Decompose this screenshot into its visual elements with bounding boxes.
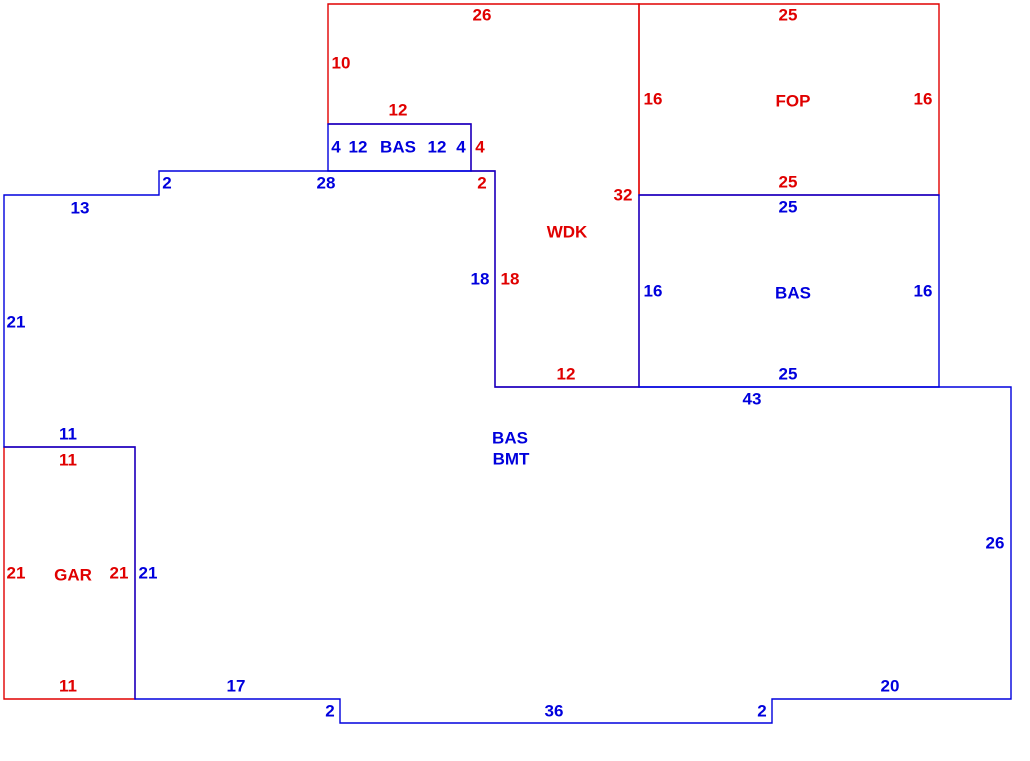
bas-small-outline [327, 123, 472, 172]
dimension-label: 4 [331, 138, 341, 157]
dimension-label: 2 [162, 174, 171, 193]
dimension-label: 16 [644, 90, 663, 109]
dimension-label: 2 [757, 702, 766, 721]
area-label: BAS [492, 429, 528, 448]
area-label: GAR [54, 566, 92, 585]
dimension-label: 11 [59, 425, 77, 444]
dimension-label: 2 [477, 174, 486, 193]
dimension-label: 25 [779, 6, 798, 25]
dimension-label: 17 [227, 677, 246, 696]
dimension-label: 10 [332, 54, 351, 73]
dimension-label: 11 [59, 451, 77, 470]
dimension-label: 16 [914, 282, 933, 301]
dimension-label: 21 [7, 313, 26, 332]
dimension-label: 18 [501, 270, 520, 289]
dimension-label: 26 [473, 6, 492, 25]
dimension-label: 12 [389, 101, 408, 120]
dimension-label: 2 [325, 702, 334, 721]
dimension-label: 28 [317, 174, 336, 193]
dimension-label: 4 [456, 138, 466, 157]
dimension-label: 21 [110, 564, 129, 583]
wdk-outline [327, 3, 640, 388]
dimension-label: 12 [349, 138, 368, 157]
area-label: FOP [776, 92, 811, 111]
dimension-label: 25 [779, 198, 798, 217]
dimension-label: 26 [986, 534, 1005, 553]
dimension-label: 16 [914, 90, 933, 109]
dimension-label: 12 [557, 365, 576, 384]
area-label: BAS [380, 138, 416, 157]
dimension-label: 12 [428, 138, 447, 157]
area-label: BAS [775, 284, 811, 303]
dimension-label: 18 [471, 270, 490, 289]
area-label: BMT [493, 450, 530, 469]
dimension-label: 36 [545, 702, 564, 721]
dimension-label: 16 [644, 282, 663, 301]
dimension-label: 21 [7, 564, 26, 583]
dimension-label: 32 [614, 186, 633, 205]
dimension-label: 43 [743, 390, 762, 409]
dimension-label: 4 [475, 138, 485, 157]
dimension-label: 25 [779, 365, 798, 384]
dimension-label: 11 [59, 677, 77, 696]
bas-bmt-outline [3, 170, 1012, 724]
dimension-label: 13 [71, 199, 90, 218]
dimension-label: 20 [881, 677, 900, 696]
area-label: WDK [547, 223, 588, 242]
dimension-label: 25 [779, 173, 798, 192]
dimension-label: 21 [139, 564, 158, 583]
bas-upper-right-outline [638, 194, 940, 388]
